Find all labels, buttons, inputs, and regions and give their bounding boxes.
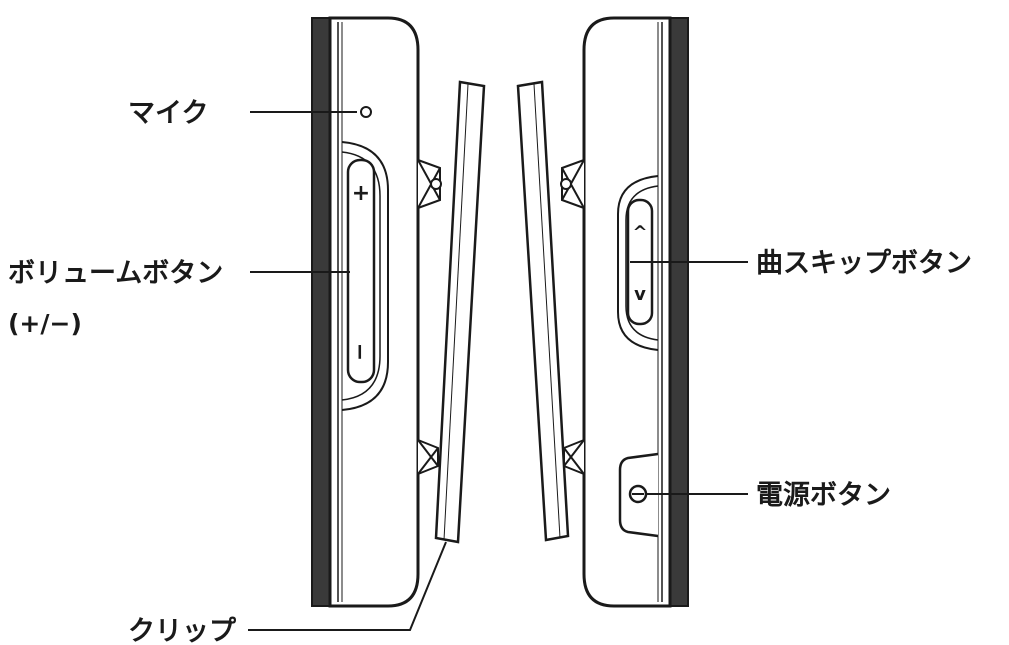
clip-leader-line [248, 541, 447, 631]
left-hinge-top-x2 [417, 167, 441, 209]
left-hinge-top-x1 [417, 159, 441, 201]
microphone-hole [360, 106, 372, 118]
mic-label: マイク [128, 98, 208, 129]
left-hinge [417, 159, 442, 475]
right-hinge-top-x2 [561, 167, 585, 209]
left-clip-inner-line [443, 83, 469, 541]
volume-button-label: ボリュームボタン [8, 258, 223, 289]
left-hinge-pin [430, 178, 442, 190]
right-hinge [560, 159, 585, 475]
volume-plus-mark: + [352, 181, 370, 206]
skip-recess-outer [617, 175, 659, 351]
left-device: + − [311, 16, 420, 608]
right-clip-arm [516, 80, 570, 542]
leader-lines [248, 111, 748, 631]
left-hinge-bottom [417, 439, 439, 475]
right-clip-inner-line [533, 83, 561, 539]
right-device: ^ v [582, 16, 689, 608]
clip-label: クリップ [128, 616, 237, 645]
skip-down-mark: v [634, 284, 646, 305]
right-hinge-bottom-x2 [563, 447, 585, 475]
skip-up-mark: ^ [632, 222, 647, 243]
left-clip-arm [434, 80, 486, 544]
volume-minus-mark: − [347, 343, 372, 361]
right-clip [516, 80, 570, 542]
volume-button-sublabel: (+/−) [8, 309, 82, 338]
left-hinge-bottom-x2 [417, 447, 439, 475]
skip-button-label: 曲スキップボタン [756, 248, 972, 279]
power-button-label: 電源ボタン [756, 480, 891, 511]
skip-recess-inner [625, 185, 659, 341]
volume-recess-inner [341, 151, 381, 401]
volume-recess-outer [341, 141, 389, 411]
left-clip [434, 80, 486, 544]
left-hinge-bottom-x1 [417, 439, 439, 467]
right-hinge-top-x1 [561, 159, 585, 201]
right-hinge-bottom-x1 [563, 439, 585, 467]
right-hinge-pin [560, 178, 572, 190]
